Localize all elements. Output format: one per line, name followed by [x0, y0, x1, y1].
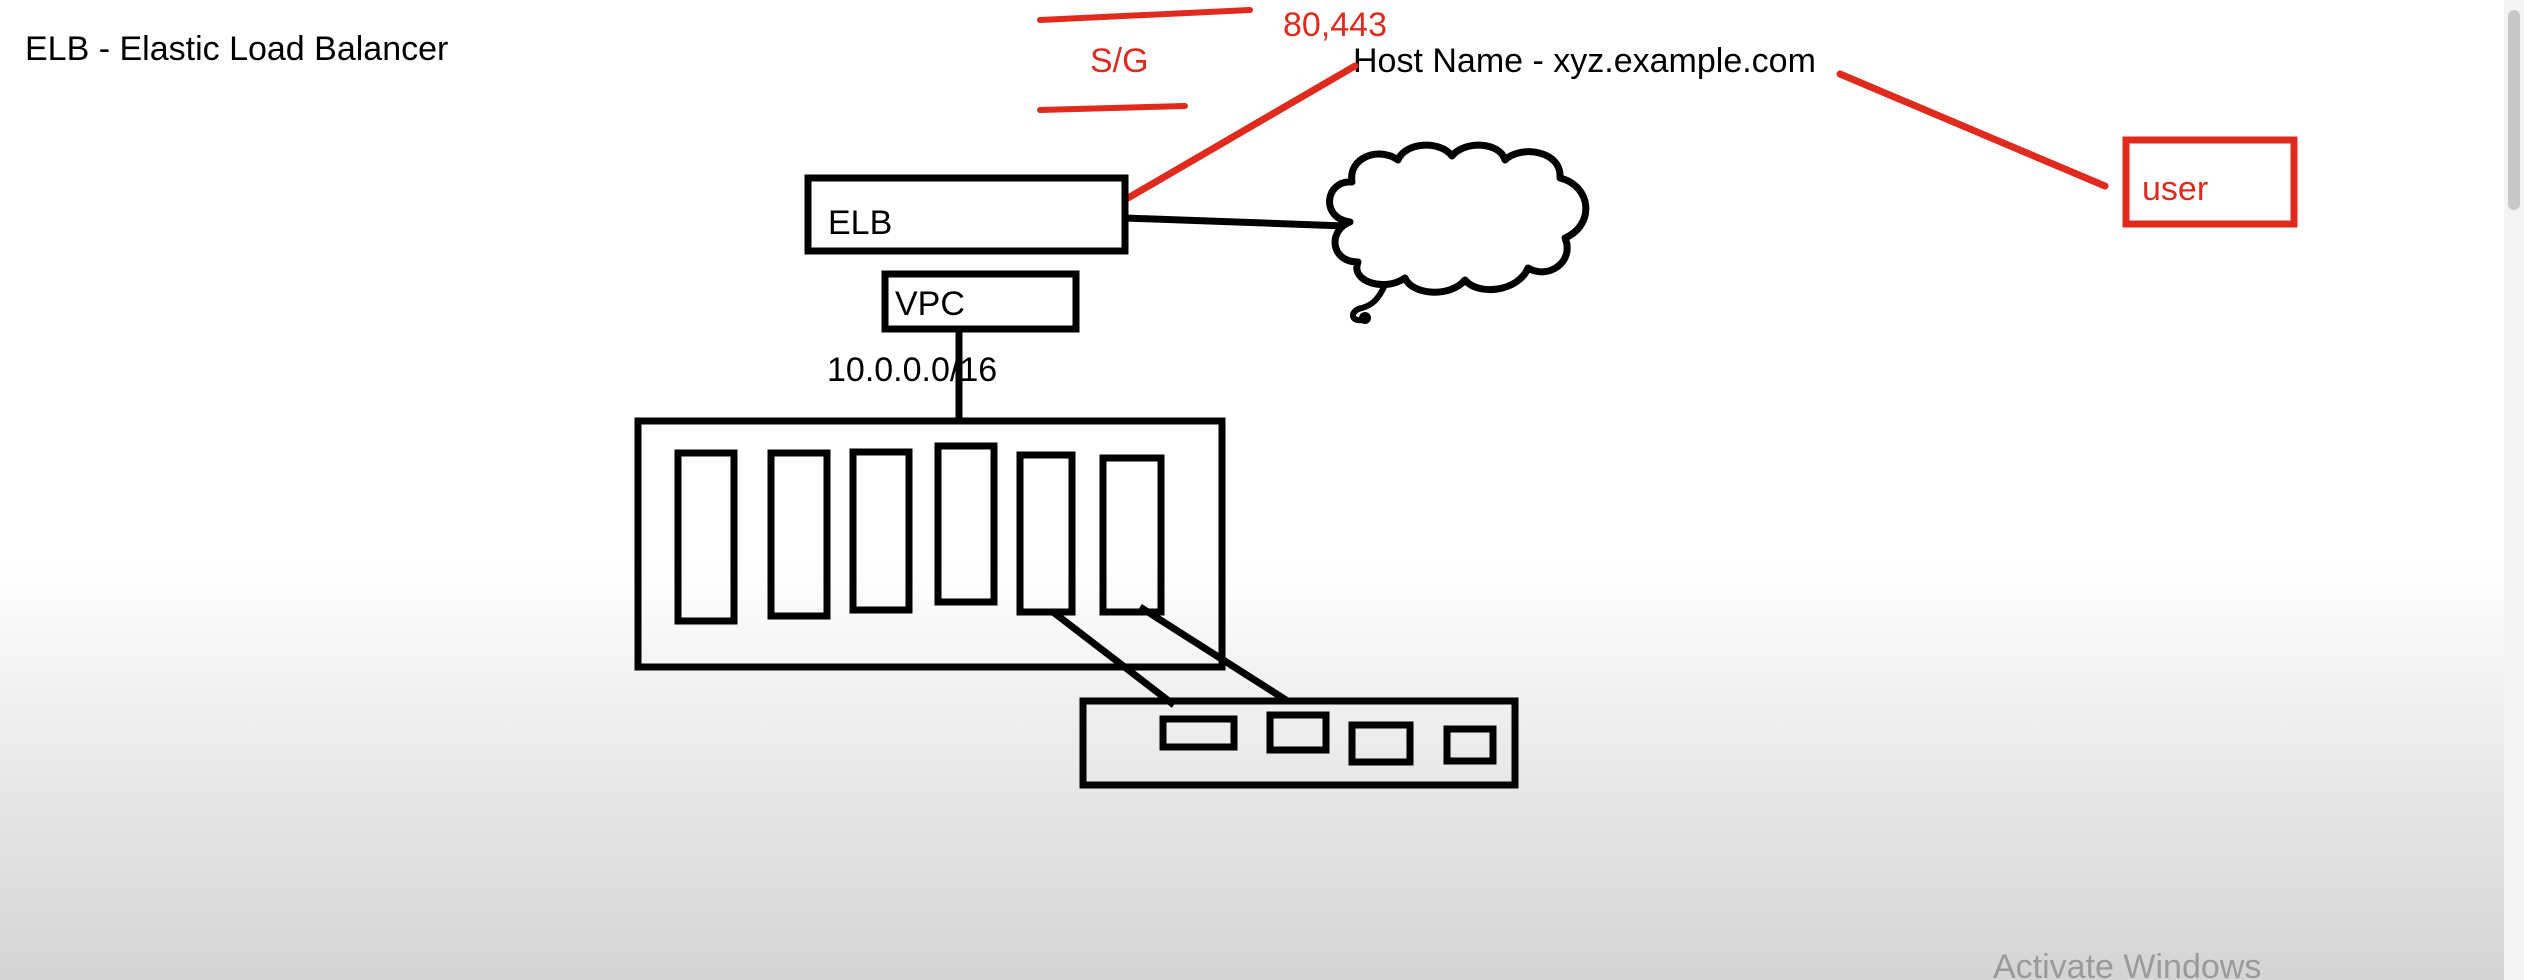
ports-label: 80,443 — [1283, 6, 1387, 44]
internet-cloud — [1326, 141, 1590, 296]
elb-to-hostname-line — [1124, 62, 1359, 202]
scrollbar-thumb[interactable] — [2508, 10, 2520, 210]
vertical-scrollbar[interactable] — [2504, 0, 2524, 980]
rack-to-panel-line — [1138, 604, 1288, 703]
server-slot — [934, 442, 998, 606]
page-title: ELB - Elastic Load Balancer — [25, 30, 448, 68]
sg-top-stroke — [1037, 7, 1253, 23]
hostname-to-user-line — [1836, 70, 2109, 190]
vpc-label: VPC — [895, 285, 965, 323]
cidr-label: 10.0.0.0/16 — [827, 351, 997, 389]
vpc-box — [881, 270, 1080, 333]
server-rack — [634, 417, 1226, 671]
server-slot — [767, 449, 831, 620]
instance-slot — [1159, 715, 1238, 751]
security-group-label: S/G — [1090, 42, 1149, 80]
elb-to-cloud-line — [1124, 214, 1346, 230]
user-label: user — [2142, 170, 2208, 208]
elb-label: ELB — [828, 204, 892, 242]
rack-to-panel-line — [1050, 609, 1177, 708]
instance-slot — [1443, 725, 1497, 765]
host-name-label: Host Name - xyz.example.com — [1353, 42, 1816, 80]
cloud-tail-dot — [1359, 312, 1371, 324]
sg-bottom-stroke — [1037, 103, 1188, 113]
cloud-tail — [1350, 282, 1388, 324]
server-slot — [1099, 454, 1165, 616]
instance-slot — [1348, 721, 1414, 766]
instance-panel — [1079, 697, 1519, 789]
activate-windows-watermark: Activate Windows — [1993, 948, 2261, 980]
elb-box — [804, 174, 1129, 255]
instance-slot — [1266, 711, 1330, 754]
user-box — [2122, 136, 2298, 228]
server-slot — [849, 448, 913, 614]
server-slot — [1016, 451, 1076, 616]
server-slot — [674, 449, 738, 625]
